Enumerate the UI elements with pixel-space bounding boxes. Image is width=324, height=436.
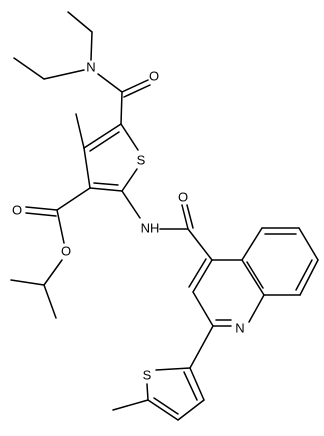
bond-qc3-qc2 — [192, 291, 214, 327]
bond-c4a-c5 — [241, 227, 263, 261]
bond-tc4-tc5-2 — [153, 397, 179, 415]
bond-tc2-tc3-2 — [183, 371, 198, 401]
bond-s-c2 — [121, 168, 138, 192]
bond-ester-c-oether — [56, 209, 65, 244]
bond-ester-c-o-2 — [25, 212, 57, 217]
bond-c8a-c4a — [241, 259, 265, 296]
atom-labels: N O S O O NH O N S — [12, 60, 245, 383]
bond-c4-c5-1 — [83, 123, 122, 149]
bond-amide-c-qc4 — [187, 228, 213, 261]
bond-qc4-qc3-2 — [188, 258, 207, 288]
bond-amide-co-2 — [186, 204, 194, 229]
bond-ethyl-b-n — [43, 69, 85, 80]
atom-o-ester-ether: O — [61, 244, 71, 259]
bond-c6-c7 — [298, 227, 319, 261]
bond-ch-me1 — [10, 279, 45, 286]
atom-o-carbonyl-top: O — [149, 69, 159, 84]
atom-n-amide: N — [86, 60, 95, 75]
bond-c3-c4 — [83, 147, 91, 189]
bond-amide-co-1 — [181, 204, 189, 230]
bond-tc3-tc4 — [177, 399, 205, 421]
bond-c2-nh — [121, 190, 141, 219]
atom-o-amide-right: O — [178, 190, 188, 205]
bonds — [10, 11, 319, 421]
bond-ch-me2 — [43, 284, 57, 319]
atom-nh: NH — [141, 221, 160, 236]
bond-c4a-c8a-inner — [246, 261, 264, 289]
bond-c7-c8-2 — [295, 259, 313, 291]
bond-c4-c5-2 — [89, 131, 120, 152]
atom-o-ester-carbonyl: O — [12, 203, 22, 218]
bond-c7-c8-1 — [299, 259, 319, 296]
bond-c5-s — [120, 123, 139, 151]
bond-carbonyl-o-2 — [123, 84, 151, 98]
atom-s-methylthiophene: S — [143, 368, 152, 383]
bond-ethyl-b — [13, 57, 45, 80]
bond-ethyl-a-n — [90, 31, 93, 61]
bond-carbonyl-c5 — [120, 91, 123, 125]
bond-qc4-qc3-1 — [192, 259, 213, 293]
bond-oether-ch — [43, 259, 63, 286]
bond-tc2-s-ring — [155, 367, 191, 371]
atom-s-thiophene: S — [137, 153, 146, 168]
bond-tc5-s — [146, 383, 149, 401]
bond-c2-c3-2 — [93, 182, 119, 186]
bond-tc2-tc3-1 — [189, 367, 205, 401]
bond-tc4-tc5-1 — [147, 399, 179, 421]
bond-c4-methyl — [75, 113, 85, 149]
bond-ester-c-o-1 — [25, 206, 58, 211]
bond-ethyl-a — [67, 11, 93, 33]
atom-n-quinoline: N — [235, 321, 244, 336]
bond-n-carbonyl — [97, 73, 123, 93]
bond-c2-c3-1 — [89, 187, 123, 192]
bond-carbonyl-o-1 — [121, 79, 149, 93]
bond-qn-c8a — [248, 294, 265, 323]
bond-tc5-methyl — [112, 399, 149, 411]
bond-qc2-tc2 — [189, 325, 214, 369]
bond-c3-ester-c — [56, 187, 91, 211]
